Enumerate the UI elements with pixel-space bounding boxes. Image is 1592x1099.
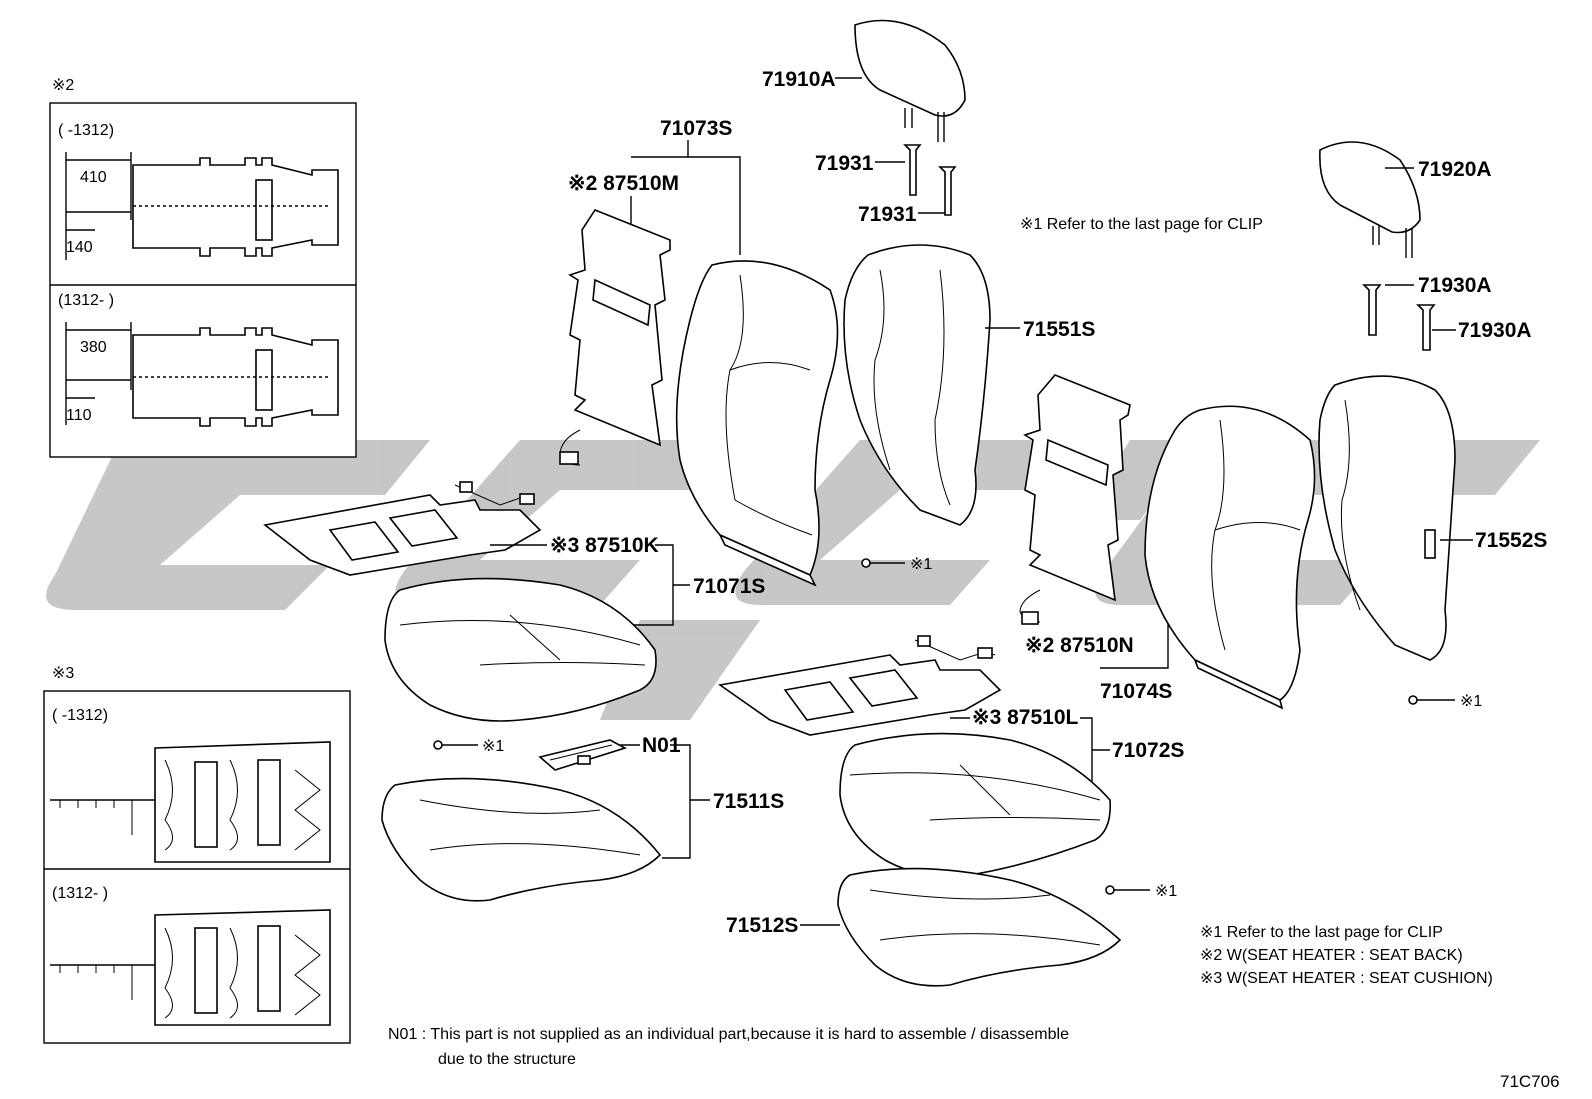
clip-note-top: ※1 Refer to the last page for CLIP — [1020, 216, 1263, 233]
inset-cushion-range-2: (1312- ) — [52, 885, 108, 902]
label-87510k: ※3 87510K — [550, 534, 659, 557]
label-71511s: 71511S — [713, 790, 784, 813]
label-71931-a: 71931 — [815, 152, 874, 175]
label-71910a: 71910A — [762, 68, 836, 91]
seat-back-heater-87510m — [559, 209, 671, 466]
clip-ref-1: ※1 — [910, 556, 932, 573]
footnote-line-2: due to the structure — [438, 1051, 576, 1068]
clip-ref-2: ※1 — [482, 738, 504, 755]
inset-cushion-marker: ※3 — [52, 665, 74, 682]
label-71074s: 71074S — [1100, 680, 1172, 703]
seat-cushion-heater-87510k — [263, 481, 542, 576]
inset-back-dim-width-1: 410 — [80, 169, 107, 186]
inset-back-marker: ※2 — [52, 77, 74, 94]
label-71072s: 71072S — [1112, 739, 1184, 762]
seat-cushion-cover-71512s — [837, 867, 1122, 987]
label-87510l: ※3 87510L — [972, 706, 1079, 729]
label-71920a: 71920A — [1418, 158, 1492, 181]
legend-notes: ※1 Refer to the last page for CLIP ※2 W(… — [1200, 924, 1493, 987]
seat-cushion-pad-71071s — [384, 577, 657, 722]
label-71512s: 71512S — [726, 914, 798, 937]
legend-note-2: ※2 W(SEAT HEATER : SEAT BACK) — [1200, 947, 1463, 964]
inset-back-range-1: ( -1312) — [58, 122, 114, 139]
clip-icon — [433, 740, 443, 750]
seat-back-pad-71073s — [675, 260, 839, 587]
inset-seat-cushion-heater: ※3 ( -1312) (1312- ) — [43, 665, 351, 1044]
seat-back-cover-71552s — [1318, 375, 1456, 661]
inset-seat-back-heater: ※2 ( -1312) 410 140 (1312- ) 380 110 — [49, 77, 357, 458]
inset-back-range-2: (1312- ) — [58, 292, 114, 309]
headrest-support-71930a — [1362, 284, 1436, 351]
clip-icon — [1105, 885, 1115, 895]
legend-note-1: ※1 Refer to the last page for CLIP — [1200, 924, 1443, 941]
inset-cushion-range-1: ( -1312) — [52, 707, 108, 724]
legend-note-3: ※3 W(SEAT HEATER : SEAT CUSHION) — [1200, 970, 1493, 987]
label-71930a-a: 71930A — [1418, 274, 1492, 297]
headrest-support-71931 — [903, 144, 957, 216]
label-71930a-b: 71930A — [1458, 319, 1532, 342]
label-71073s: 71073S — [660, 117, 732, 140]
label-71931-b: 71931 — [858, 203, 917, 226]
footnote-line-1: N01 : This part is not supplied as an in… — [388, 1026, 1069, 1043]
seat-cushion-pad-71072s — [839, 732, 1112, 877]
label-71071s: 71071S — [693, 575, 765, 598]
label-87510n: ※2 87510N — [1025, 634, 1134, 657]
label-71551s: 71551S — [1023, 318, 1095, 341]
label-71552s: 71552S — [1475, 529, 1547, 552]
headrest-front-71910a — [854, 19, 966, 142]
clip-ref-4: ※1 — [1155, 883, 1177, 900]
seat-back-cover-71551s — [843, 244, 991, 526]
seat-cushion-heater-87510l — [717, 635, 1002, 736]
clip-ref-3: ※1 — [1460, 693, 1482, 710]
inset-back-dim-offset-1: 140 — [66, 239, 93, 256]
headrest-rear-71920a — [1319, 141, 1421, 258]
diagram-code: 71C706 — [1500, 1072, 1560, 1091]
seat-back-pad-71074s — [1144, 405, 1316, 710]
inset-back-dim-offset-2: 110 — [66, 407, 92, 424]
label-n01: N01 — [642, 734, 681, 757]
clip-icon — [1408, 695, 1418, 705]
label-87510m: ※2 87510M — [568, 172, 679, 195]
seat-cushion-cover-71511s — [381, 777, 662, 902]
seat-back-heater-87510n — [1019, 374, 1131, 625]
part-n01 — [538, 739, 628, 771]
inset-back-dim-width-2: 380 — [80, 339, 107, 356]
clip-icon — [861, 558, 871, 568]
